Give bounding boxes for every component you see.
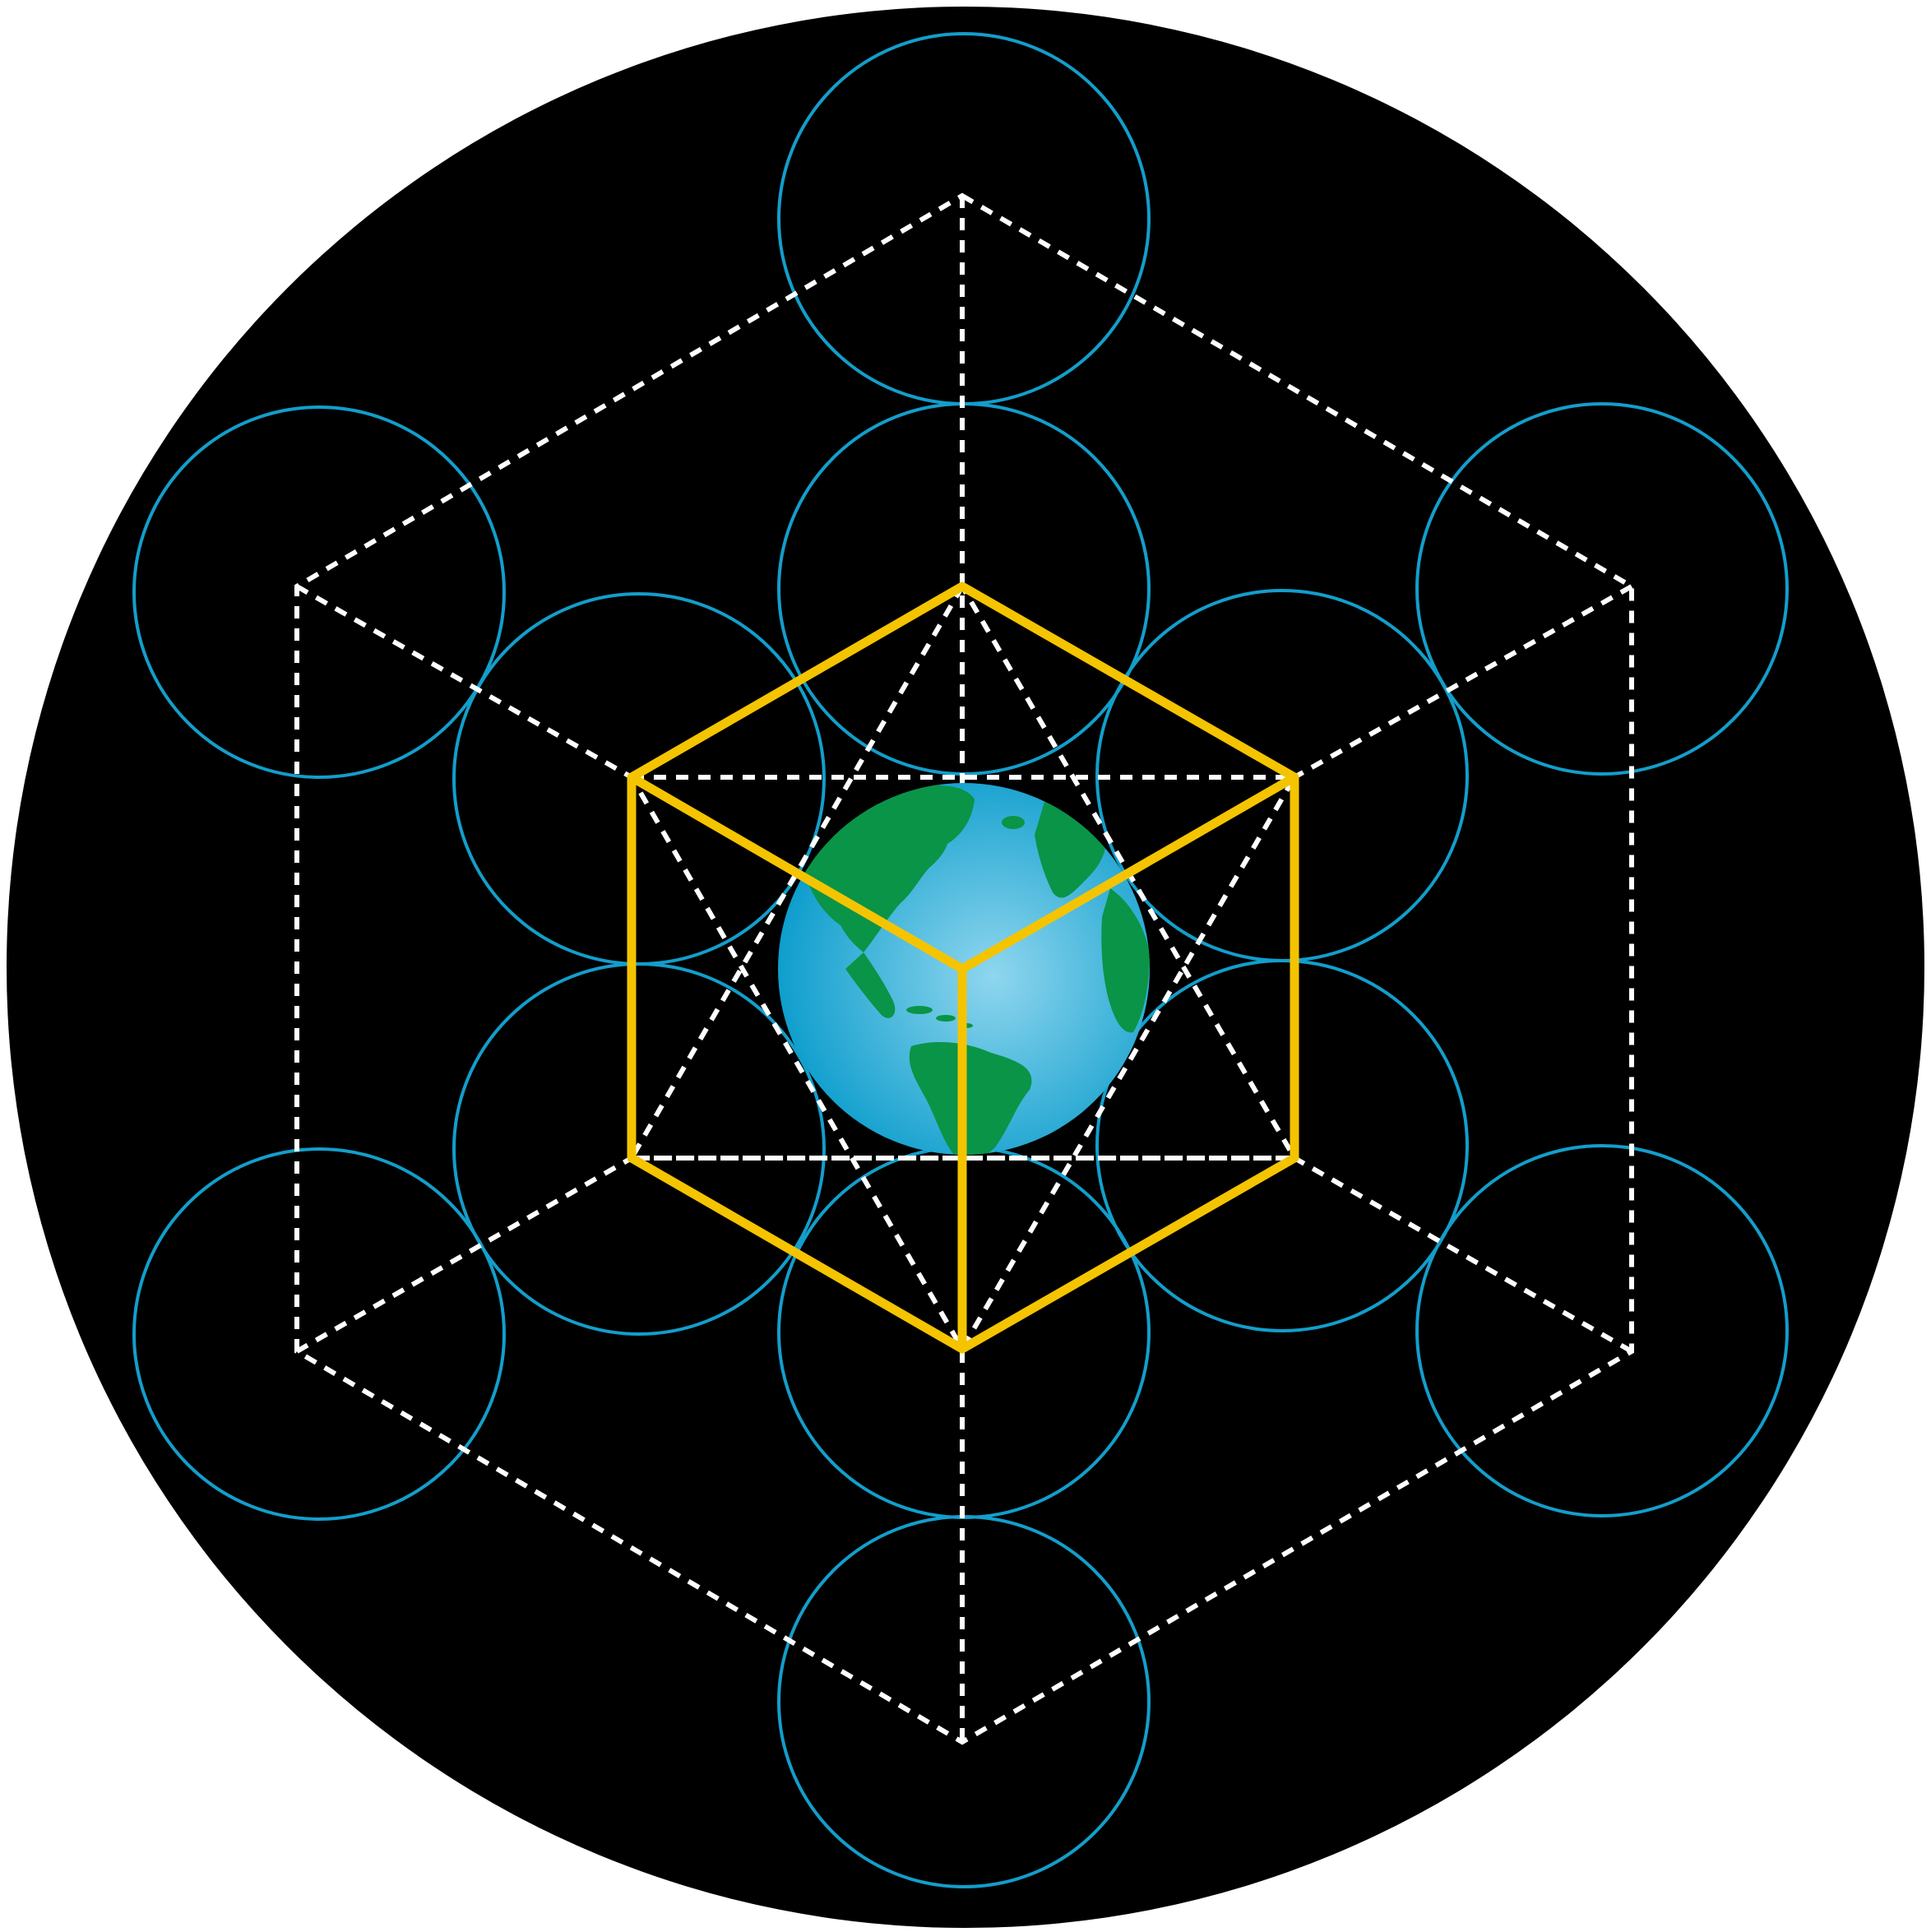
circle-lower-right-inner [1095,959,1469,1332]
circle-upper-left-outer [132,405,506,779]
triangle-down [627,775,1299,1354]
circle-lower-right-outer [1415,1144,1789,1517]
circle-upper-right-outer [1415,402,1789,776]
cube-edge-left [627,772,967,974]
spoke-upper-left [295,584,633,780]
gold-cube [627,581,1299,1354]
circle-group [132,32,1789,1888]
spoke-lower-left [295,1156,633,1354]
cube-edge-right [957,772,1299,974]
spoke-upper-right [1293,584,1633,780]
circle-lower-left-outer [132,1147,506,1521]
circle-lower-left-inner [452,962,826,1336]
